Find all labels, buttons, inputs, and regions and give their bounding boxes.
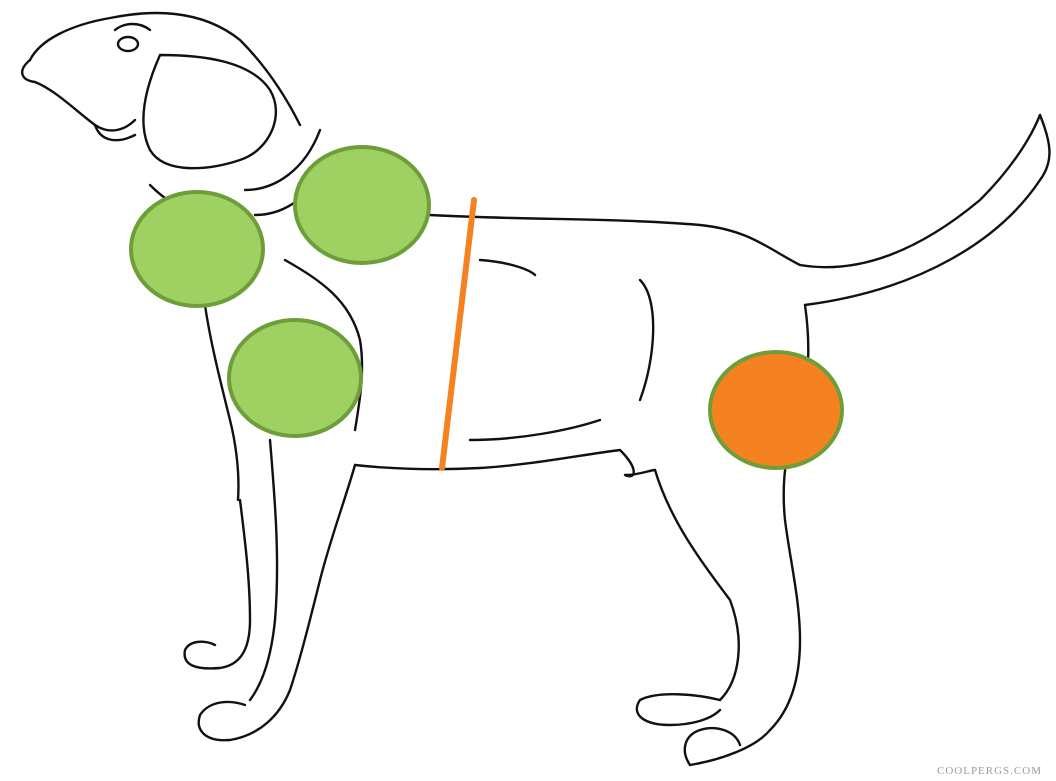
dog-head [30,13,300,125]
dog-tail [805,115,1049,305]
dog-front-leg-front [250,440,277,700]
dog-back [430,115,1040,267]
shoulder-marker [229,320,361,436]
girth-line-marker [442,200,474,468]
neck-front-marker [131,192,263,306]
dog-ear [143,55,275,168]
dog-outline [22,13,1049,765]
dog-eye [118,37,138,51]
neck-back-marker [295,147,429,263]
markers [131,147,842,468]
watermark: COOLPERGS.COM [937,765,1042,777]
dog-belly [355,450,655,476]
hip-marker [710,352,842,468]
